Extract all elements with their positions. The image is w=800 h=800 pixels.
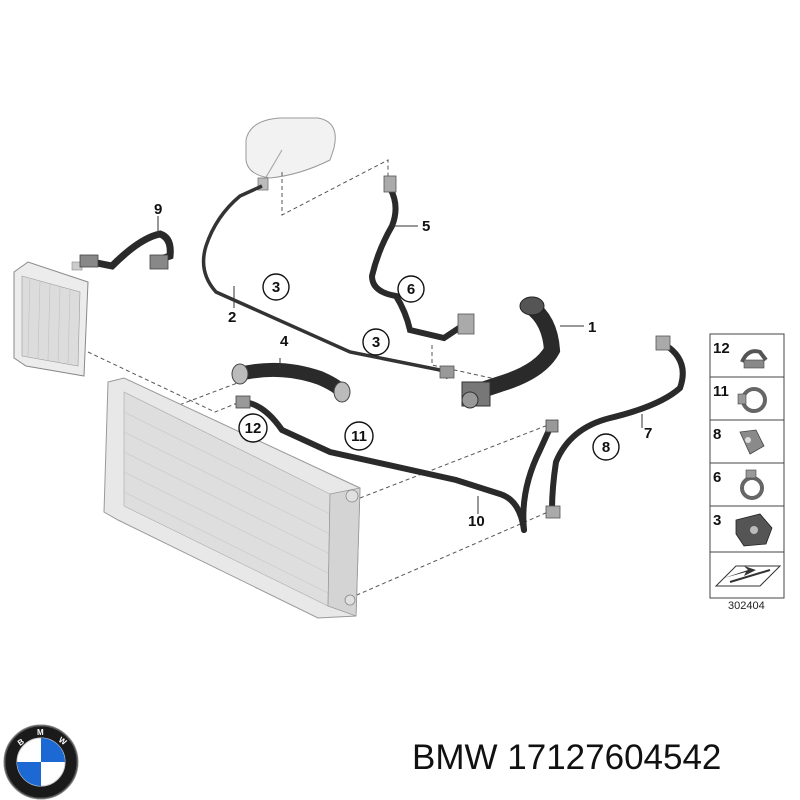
svg-text:11: 11 xyxy=(351,428,367,445)
parts-legend: 12 11 8 6 3 302404 xyxy=(709,333,785,612)
callout-9: 9 xyxy=(154,201,162,218)
hose-4 xyxy=(231,362,351,403)
legend-label-8: 8 xyxy=(713,426,721,443)
brand-part-number: BMW 17127604542 xyxy=(412,738,721,778)
holder-3-icon xyxy=(735,513,773,547)
svg-text:8: 8 xyxy=(602,439,610,456)
svg-text:3: 3 xyxy=(372,334,380,351)
svg-text:12: 12 xyxy=(245,420,262,437)
callout-leaders xyxy=(157,216,643,514)
pipe-2 xyxy=(201,184,455,380)
callout-6: 6 xyxy=(397,275,425,303)
main-radiator xyxy=(103,377,361,619)
hose-5 xyxy=(368,175,475,342)
svg-text:M: M xyxy=(37,728,44,737)
svg-text:10: 10 xyxy=(468,513,485,530)
expansion-tank xyxy=(245,117,336,191)
hose-10-11-12 xyxy=(235,395,559,533)
svg-text:6: 6 xyxy=(407,281,415,298)
svg-text:B: B xyxy=(16,737,26,748)
clamp-6-icon xyxy=(740,469,764,500)
hose-7-8 xyxy=(545,335,686,519)
callout-12: 12 xyxy=(238,413,268,443)
callout-5: 5 xyxy=(422,218,430,235)
auxiliary-radiator xyxy=(13,261,89,377)
legend-label-11: 11 xyxy=(713,383,729,400)
svg-text:1: 1 xyxy=(588,319,596,336)
part-number: 17127604542 xyxy=(507,738,722,777)
bmw-logo-icon: B M W xyxy=(3,724,79,800)
svg-text:5: 5 xyxy=(422,218,430,235)
callout-1: 1 xyxy=(588,319,596,336)
callout-4: 4 xyxy=(280,333,289,350)
callout-8: 8 xyxy=(592,433,620,461)
svg-text:4: 4 xyxy=(280,333,289,350)
arrow-icon xyxy=(714,565,782,587)
callout-3b: 3 xyxy=(362,328,390,356)
callout-2: 2 xyxy=(228,309,236,326)
clip-12-icon xyxy=(740,349,768,369)
svg-text:7: 7 xyxy=(644,425,652,442)
clamp-11-icon xyxy=(737,387,767,413)
svg-text:3: 3 xyxy=(272,279,280,296)
diagram-id: 302404 xyxy=(728,600,765,612)
svg-text:W: W xyxy=(57,735,69,747)
svg-text:9: 9 xyxy=(154,201,162,218)
callout-11: 11 xyxy=(344,421,374,451)
hose-9 xyxy=(79,230,174,270)
svg-text:2: 2 xyxy=(228,309,236,326)
brand-name: BMW xyxy=(412,738,498,777)
legend-label-6: 6 xyxy=(713,469,721,486)
callout-7: 7 xyxy=(644,425,652,442)
hose-1 xyxy=(461,296,561,409)
clip-8-icon xyxy=(739,429,765,455)
callout-10: 10 xyxy=(468,513,485,530)
callout-3a: 3 xyxy=(262,273,290,301)
legend-label-3: 3 xyxy=(713,512,721,529)
legend-label-12: 12 xyxy=(713,340,730,357)
